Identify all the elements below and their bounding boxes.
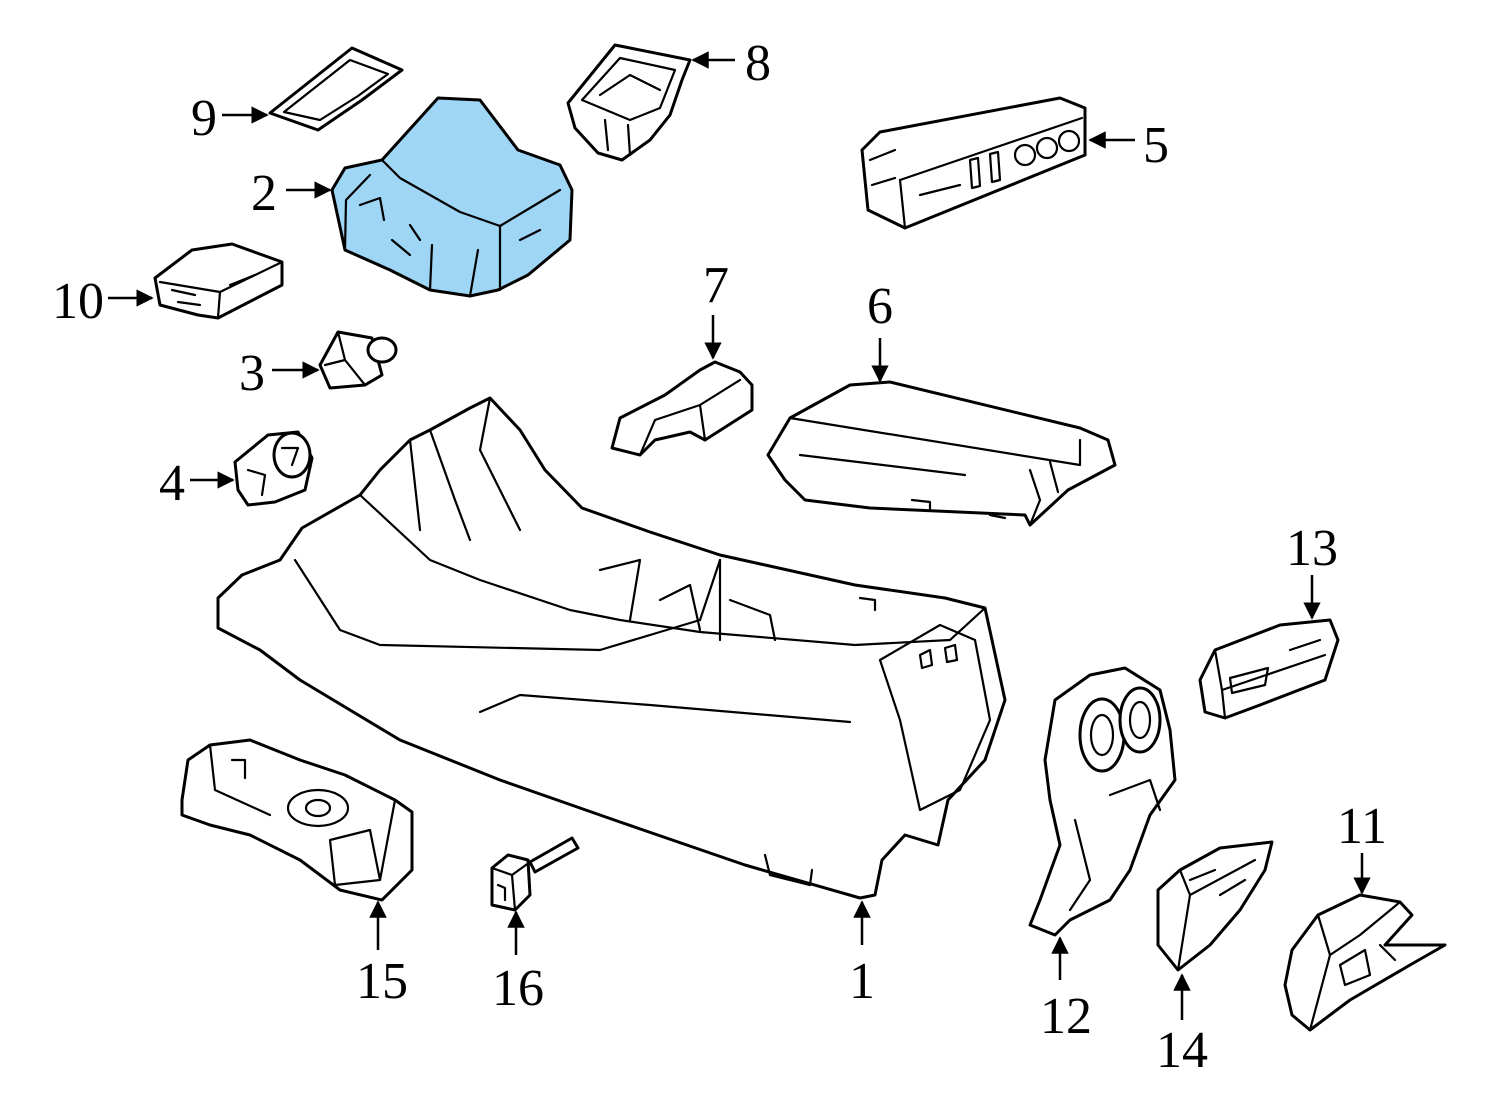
part-5-control-panel[interactable] (860, 96, 1087, 230)
part-10-switch-block[interactable] (153, 242, 284, 320)
callout-labels: 1 2 3 4 5 6 7 8 9 10 11 12 13 14 15 16 (52, 35, 1387, 1079)
part-15-shifter-base[interactable] (180, 738, 414, 902)
part-9-bezel[interactable] (268, 46, 404, 132)
part-4-button[interactable] (233, 430, 314, 507)
callout-16: 16 (492, 960, 544, 1017)
part-12-vent-housing[interactable] (1028, 666, 1177, 937)
part-3-switch[interactable] (318, 330, 398, 390)
callout-11: 11 (1337, 798, 1387, 855)
part-2-console-module[interactable] (330, 96, 574, 298)
callout-3: 3 (239, 345, 265, 402)
callout-5: 5 (1143, 117, 1169, 174)
callout-4: 4 (159, 455, 185, 512)
callout-9: 9 (191, 90, 217, 147)
callout-8: 8 (745, 35, 771, 92)
callout-12: 12 (1040, 988, 1092, 1045)
part-7-bracket[interactable] (610, 360, 754, 457)
callout-14: 14 (1156, 1022, 1208, 1079)
callout-2: 2 (251, 165, 277, 222)
part-11-lower-vent[interactable] (1283, 893, 1447, 1032)
callout-6: 6 (867, 278, 893, 335)
part-14-storage-bin[interactable] (1156, 840, 1274, 972)
callout-13: 13 (1286, 520, 1338, 577)
part-13-vent[interactable] (1198, 618, 1340, 720)
part-8-cup-holder[interactable] (566, 43, 692, 162)
callout-15: 15 (356, 953, 408, 1010)
callout-10: 10 (52, 273, 104, 330)
part-2-shape (330, 96, 574, 298)
callout-7: 7 (703, 257, 729, 314)
part-16-bolt[interactable] (490, 836, 580, 912)
callout-leaders (108, 51, 1371, 1020)
callout-1: 1 (849, 953, 875, 1010)
part-1-console-body[interactable] (216, 396, 1007, 900)
part-6-armrest[interactable] (766, 380, 1117, 527)
